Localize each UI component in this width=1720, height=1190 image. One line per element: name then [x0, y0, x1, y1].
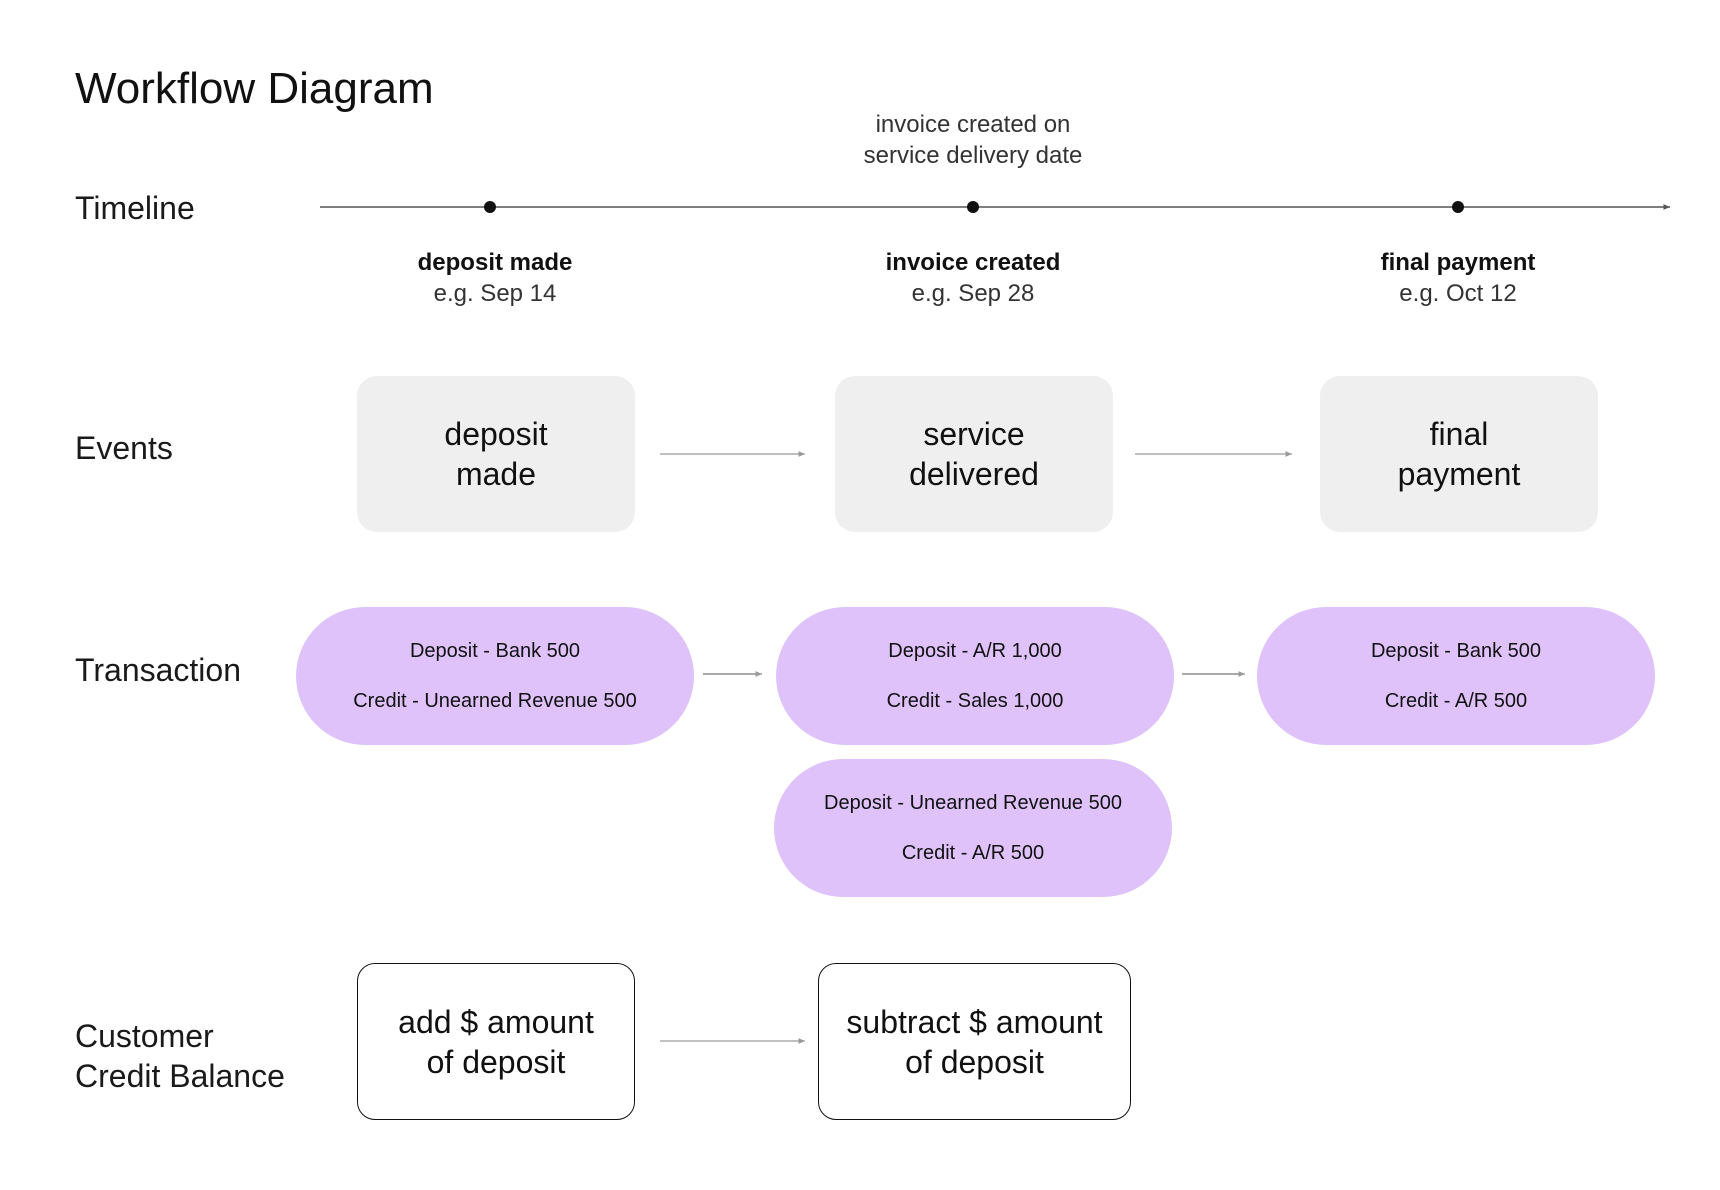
milestone-date: e.g. Sep 14	[433, 280, 557, 307]
credit-box-line2: of deposit	[426, 1043, 566, 1080]
timeline-dot-deposit	[484, 201, 496, 213]
milestone-title: deposit made	[417, 249, 573, 276]
transaction-pill-invoice: Deposit - A/R 1,000 Credit - Sales 1,000	[776, 607, 1174, 745]
transaction-pill-unearned: Deposit - Unearned Revenue 500 Credit - …	[774, 759, 1172, 897]
transaction-credit: Credit - A/R 500	[1384, 690, 1528, 712]
transaction-pill-deposit: Deposit - Bank 500 Credit - Unearned Rev…	[296, 607, 694, 745]
timeline-annotation-line1: invoice created on	[875, 111, 1071, 138]
event-label: deposit made	[444, 416, 548, 492]
credit-box-line1: add $ amount	[398, 1003, 594, 1040]
page-title: Workflow Diagram	[75, 64, 434, 113]
credit-box-subtract: subtract $ amount of deposit	[818, 963, 1131, 1120]
event-box-service: service delivered	[835, 376, 1113, 532]
transaction-credit: Credit - Unearned Revenue 500	[353, 690, 637, 712]
milestone-date: e.g. Sep 28	[911, 280, 1035, 307]
transaction-debit: Deposit - Bank 500	[409, 640, 581, 662]
event-label: final payment	[1397, 416, 1521, 492]
credit-box-line2: of deposit	[905, 1043, 1044, 1080]
transaction-credit: Credit - Sales 1,000	[886, 690, 1064, 712]
row-label-credit-line2: Credit Balance	[75, 1058, 285, 1094]
milestone-title: invoice created	[885, 249, 1061, 276]
timeline-dot-invoice	[967, 201, 979, 213]
event-label: service delivered	[909, 416, 1039, 492]
credit-box-line1: subtract $ amount	[846, 1003, 1103, 1040]
transaction-debit: Deposit - A/R 1,000	[888, 640, 1062, 662]
milestone-title: final payment	[1380, 249, 1536, 276]
timeline-annotation: invoice created on service delivery date	[823, 109, 1123, 171]
timeline-dot-final	[1452, 201, 1464, 213]
milestone-deposit: deposit made e.g. Sep 14	[355, 247, 635, 309]
milestone-final: final payment e.g. Oct 12	[1318, 247, 1598, 309]
transaction-pill-final: Deposit - Bank 500 Credit - A/R 500	[1257, 607, 1655, 745]
timeline-annotation-line2: service delivery date	[863, 142, 1083, 169]
event-box-final: final payment	[1320, 376, 1598, 532]
row-label-transaction: Transaction	[75, 652, 241, 688]
row-label-timeline: Timeline	[75, 190, 195, 226]
transaction-debit: Deposit - Bank 500	[1370, 640, 1542, 662]
transaction-debit: Deposit - Unearned Revenue 500	[824, 792, 1122, 814]
row-label-events: Events	[75, 430, 173, 466]
milestone-date: e.g. Oct 12	[1399, 280, 1517, 307]
transaction-credit: Credit - A/R 500	[901, 842, 1045, 864]
event-box-deposit: deposit made	[357, 376, 635, 532]
credit-box-add: add $ amount of deposit	[357, 963, 635, 1120]
row-label-credit-line1: Customer	[75, 1018, 214, 1054]
milestone-invoice: invoice created e.g. Sep 28	[833, 247, 1113, 309]
